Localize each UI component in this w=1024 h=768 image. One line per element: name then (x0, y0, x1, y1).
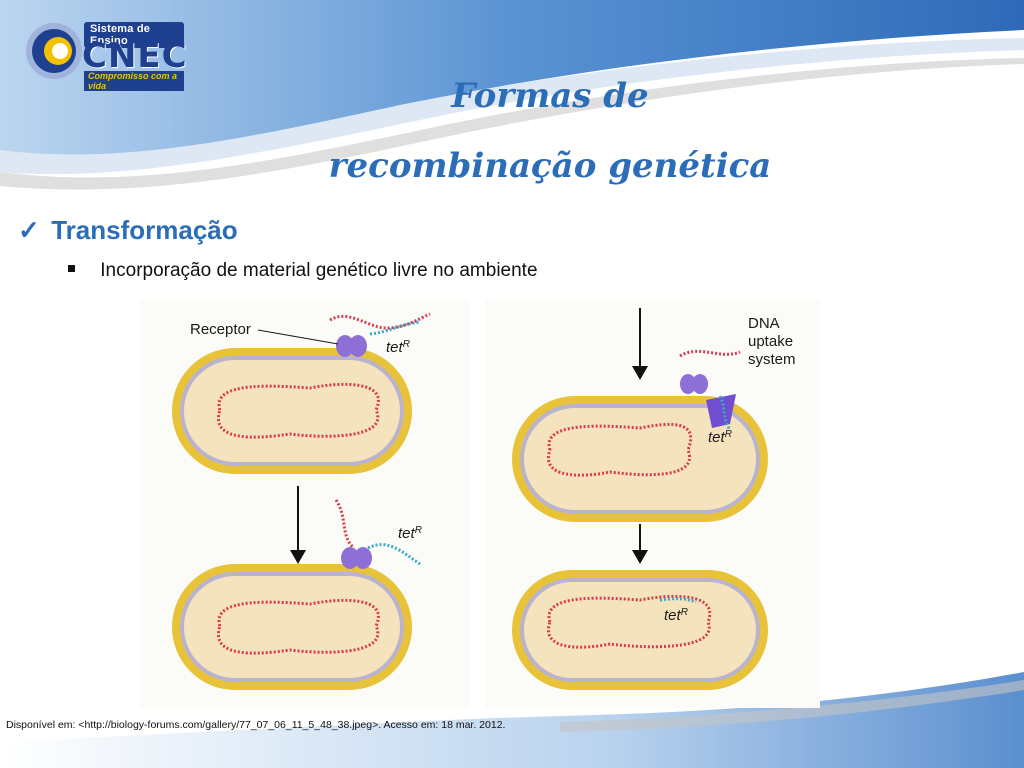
checkmark-icon: ✓ (18, 215, 40, 245)
arrow-down-left-head (290, 550, 306, 564)
label-receptor: Receptor (190, 321, 251, 338)
label-dna-line2: uptake (748, 333, 793, 350)
dna-uptake-system (680, 374, 736, 428)
label-tet-4: tetR (664, 607, 688, 625)
dna-strand-left-bottom (334, 499, 356, 550)
receptor-left-top (336, 335, 367, 357)
label-dna-line3: system (748, 351, 796, 368)
receptor-left-bottom (341, 547, 372, 569)
label-tet-1: tetR (386, 339, 410, 357)
logo-main-text: CNEC (82, 36, 188, 76)
cell-right-top (512, 396, 768, 522)
dna-strand-right-top (679, 349, 741, 358)
arrow-down-right-2-head (632, 550, 648, 564)
logo-tagline: Compromisso com a vida (84, 71, 184, 91)
logo-top-text: Sistema de Ensino (84, 22, 184, 48)
dna-strand-left-top (329, 312, 431, 330)
source-caption: Disponível em: <http://biology-forums.co… (6, 719, 506, 731)
cell-left-top (172, 348, 412, 474)
tet-gene-left-bottom (367, 543, 421, 566)
cell-left-bottom (172, 564, 412, 690)
figure-drawing: Receptor tetR tetR (172, 308, 796, 690)
bullet-level-2: Incorporação de material genético livre … (68, 260, 538, 282)
square-bullet-icon (68, 265, 75, 273)
arrow-down-right-1-head (632, 366, 648, 380)
title-line-1: Formas de (451, 76, 649, 116)
label-tet-2: tetR (398, 525, 422, 543)
transformation-figure: Receptor tetR tetR (140, 300, 820, 708)
logo: Sistema de Ensino CNEC Compromisso com a… (24, 18, 187, 91)
receptor-pointer-line (257, 329, 339, 345)
label-tet-3: tetR (708, 429, 732, 447)
tet-gene-left-top (369, 320, 421, 336)
tet-gene-right-top (718, 395, 732, 431)
cell-right-bottom (512, 570, 768, 690)
bullet-level-2-text: Incorporação de material genético livre … (100, 260, 538, 281)
label-dna-line1: DNA (748, 315, 780, 332)
bullet-level-1-text: Transformação (51, 215, 238, 245)
bullet-level-1: ✓ Transformação (18, 215, 238, 246)
logo-emblem-icon (26, 23, 82, 79)
title-line-2: recombinação genética (328, 146, 772, 186)
